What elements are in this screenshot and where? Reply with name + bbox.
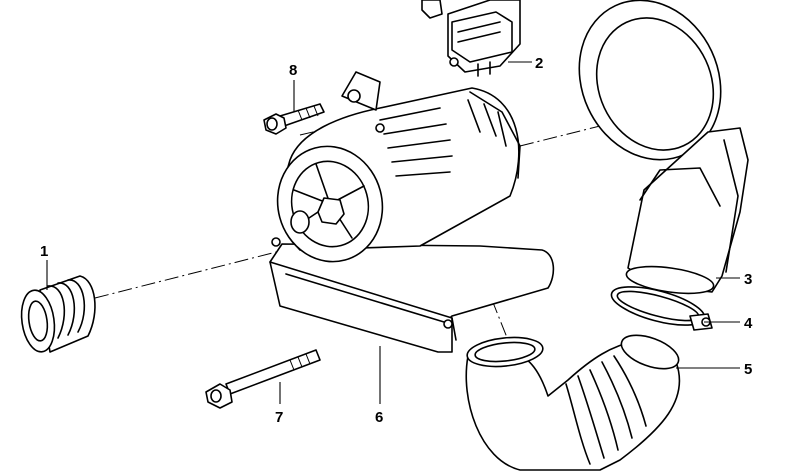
bolt-part-7 [205,349,321,409]
pulley-part [20,275,96,353]
callout-labels: 1 2 3 4 5 6 7 8 [40,55,753,426]
callout-7: 7 [275,409,283,426]
alternator-part [276,71,521,263]
bolt-part-8 [263,103,325,135]
air-duct-part [578,0,749,295]
callout-2: 2 [535,55,543,72]
callout-5: 5 [744,361,752,378]
elbow-hose-part [465,334,681,471]
callout-4: 4 [744,315,753,332]
callout-1: 1 [40,243,48,260]
bracket-part [269,237,555,353]
callout-8: 8 [289,62,297,79]
hose-clamp-part [610,286,713,331]
callout-6: 6 [375,409,383,426]
callout-3: 3 [744,271,752,288]
regulator-part [421,0,521,77]
leader-lines [46,61,740,404]
